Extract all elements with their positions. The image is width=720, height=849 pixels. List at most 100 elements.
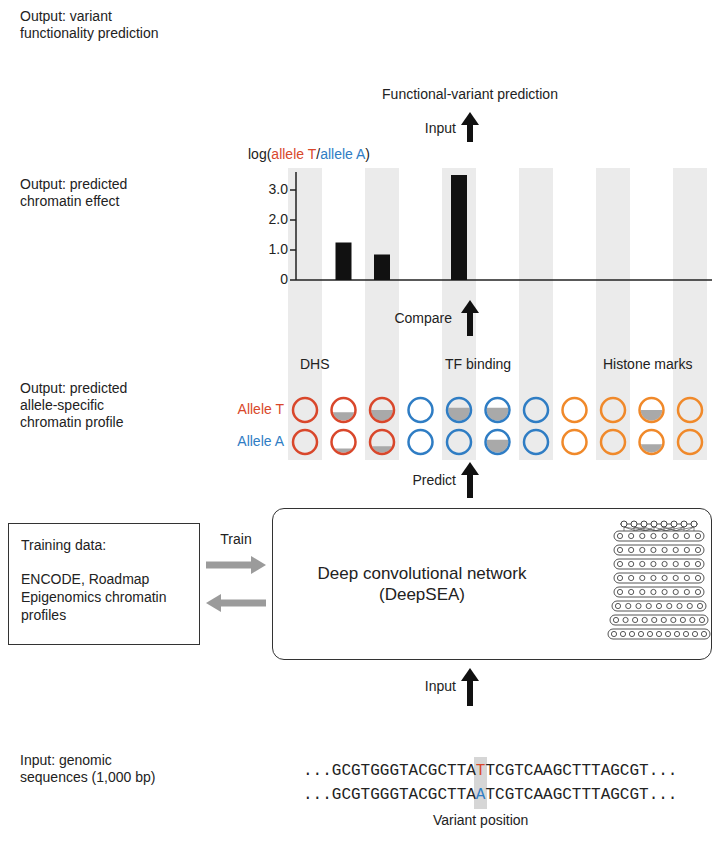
effect-bar <box>336 243 352 281</box>
connector-shaft <box>219 600 266 607</box>
network-unit <box>677 603 682 608</box>
network-layer <box>608 629 710 639</box>
network-unit <box>692 631 697 636</box>
network-unit <box>697 603 702 608</box>
network-unit <box>640 547 645 552</box>
network-unit <box>620 631 625 636</box>
network-layer <box>614 559 704 569</box>
network-unit <box>631 521 637 527</box>
chromatin-feature-circle <box>601 430 625 454</box>
network-unit <box>641 521 647 527</box>
network-unit <box>651 547 656 552</box>
arrow-label: Input <box>425 678 456 695</box>
network-unit <box>687 603 692 608</box>
network-unit <box>661 521 667 527</box>
output-caption: Output: predicted chromatin effect <box>20 176 170 210</box>
chromatin-feature-circle <box>678 430 702 454</box>
network-unit <box>640 561 645 566</box>
network-unit <box>629 589 634 594</box>
effect-bar <box>374 255 390 281</box>
column-stripe <box>519 168 553 460</box>
row-label: Allele T <box>238 401 284 418</box>
network-unit <box>651 521 657 527</box>
network-unit <box>661 617 666 622</box>
network-unit <box>671 617 676 622</box>
network-unit <box>683 631 688 636</box>
arrow-label: Input <box>425 120 456 137</box>
network-unit <box>633 617 638 622</box>
network-unit <box>611 631 616 636</box>
network-unit <box>617 547 622 552</box>
network-unit <box>662 575 667 580</box>
input-caption: Input: genomic sequences (1,000 bp) <box>20 752 170 786</box>
arrow-head <box>461 668 479 681</box>
connector-shaft <box>206 562 253 569</box>
flow-arrows <box>461 112 479 706</box>
network-unit <box>651 561 656 566</box>
chromatin-feature-circle <box>524 430 548 454</box>
chromatin-feature-circle <box>293 398 317 422</box>
network-unit <box>662 533 667 538</box>
network-unit <box>629 575 634 580</box>
network-unit <box>695 561 700 566</box>
network-unit <box>684 561 689 566</box>
network-unit <box>617 533 622 538</box>
chromatin-feature-circle <box>486 430 510 454</box>
tick-label: 3.0 <box>269 181 288 198</box>
dna-sequence: ...GCGTGGGTACGCTTATTCGTCAAGCTTTAGCGT... <box>303 762 677 781</box>
network-unit <box>640 533 645 538</box>
axis-tick <box>290 189 296 191</box>
connector-arrow <box>206 556 266 574</box>
network-unit <box>674 631 679 636</box>
connector-head <box>206 594 221 612</box>
network-unit <box>673 561 678 566</box>
group-label: TF binding <box>445 356 511 373</box>
network-unit <box>638 631 643 636</box>
network-layer <box>614 531 704 541</box>
tick-label: 0 <box>280 271 288 288</box>
chromatin-feature-circle <box>640 430 664 454</box>
highlighted-run: T <box>476 762 486 780</box>
stage-label: Functional-variant prediction <box>382 86 558 103</box>
chromatin-feature-circle <box>370 398 394 422</box>
column-stripe <box>673 168 707 460</box>
network-unit <box>629 547 634 552</box>
chart-and-profile-drawing <box>288 168 712 639</box>
network-unit <box>640 575 645 580</box>
arrow-shaft <box>467 680 473 706</box>
network-unit <box>647 631 652 636</box>
axis-tick <box>290 219 296 221</box>
chromatin-feature-circle <box>332 430 356 454</box>
data-box: Training data:ENCODE, Roadmap Epigenomic… <box>8 523 200 645</box>
chromatin-feature-circle <box>563 398 587 422</box>
network-unit <box>617 589 622 594</box>
chromatin-feature-circle <box>524 398 548 422</box>
network-unit <box>642 617 647 622</box>
network-unit <box>684 547 689 552</box>
chromatin-feature-circle <box>486 398 510 422</box>
network-unit <box>615 603 620 608</box>
network-unit <box>617 575 622 580</box>
network-unit <box>629 631 634 636</box>
network-unit <box>673 547 678 552</box>
group-label: Histone marks <box>603 356 692 373</box>
network-unit <box>651 533 656 538</box>
column-stripe <box>596 168 630 460</box>
network-layer <box>614 587 704 597</box>
chromatin-feature-circle <box>640 398 664 422</box>
column-stripe <box>288 168 322 460</box>
network-unit <box>636 603 641 608</box>
chromatin-feature-circle <box>409 398 433 422</box>
network-unit <box>623 617 628 622</box>
box-heading: Training data: <box>21 536 187 554</box>
network-unit <box>621 521 627 527</box>
network-unit <box>640 589 645 594</box>
network-layer <box>610 615 708 625</box>
arrow-head <box>461 300 479 313</box>
chromatin-feature-circle <box>447 398 471 422</box>
network-unit <box>695 547 700 552</box>
network-unit <box>651 589 656 594</box>
tick-label: 1.0 <box>269 241 288 258</box>
network-unit <box>656 631 661 636</box>
